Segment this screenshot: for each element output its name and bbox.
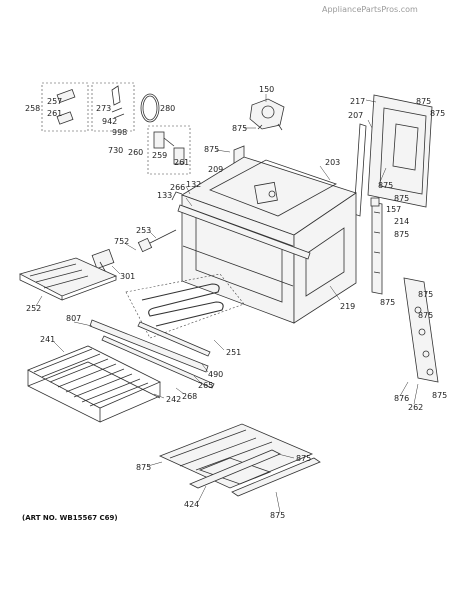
callout-214: 214 <box>394 217 409 226</box>
callout-241: 241 <box>40 335 55 344</box>
callout-209: 209 <box>208 165 223 174</box>
watermark-text: AppliancePartsPros.com <box>322 5 418 14</box>
callout-261-b: 261 <box>174 158 189 167</box>
callout-265: 265 <box>198 381 213 390</box>
callout-257: 257 <box>47 97 62 106</box>
callout-252: 252 <box>26 304 41 313</box>
callout-203: 203 <box>325 158 340 167</box>
callout-875-c: 875 <box>232 124 247 133</box>
callout-942: 942 <box>102 117 117 126</box>
rack-rails-807 <box>89 319 215 389</box>
callout-875-g: 875 <box>394 230 409 239</box>
callout-875-a: 875 <box>416 97 431 106</box>
callout-807: 807 <box>66 314 81 323</box>
callout-273: 273 <box>96 104 111 113</box>
bottom-panel-424 <box>158 423 321 497</box>
callout-260: 260 <box>128 148 143 157</box>
sensor-assembly-150 <box>249 98 285 131</box>
callout-259: 259 <box>152 151 167 160</box>
callout-876: 876 <box>394 394 409 403</box>
oven-rack-241 <box>27 345 161 423</box>
callout-207: 207 <box>348 111 363 120</box>
callout-258: 258 <box>25 104 40 113</box>
callout-217: 217 <box>350 97 365 106</box>
door-panel-217 <box>353 94 433 217</box>
callout-280: 280 <box>160 104 175 113</box>
callout-424: 424 <box>184 500 199 509</box>
callout-133: 133 <box>157 191 172 200</box>
callout-266: 266 <box>170 183 185 192</box>
callout-132: 132 <box>186 180 201 189</box>
callout-219: 219 <box>340 302 355 311</box>
bake-element-251 <box>125 273 245 339</box>
callout-490: 490 <box>208 370 223 379</box>
callout-875-l: 875 <box>136 463 151 472</box>
callout-labels: 150 217 875 875 207 875 257 258 261 273 … <box>25 85 447 520</box>
callout-875-i: 875 <box>418 290 433 299</box>
callout-157: 157 <box>386 205 401 214</box>
ring-gasket-group <box>140 93 160 123</box>
broil-pan-252 <box>18 257 118 301</box>
callout-752: 752 <box>114 237 129 246</box>
callout-875-m: 875 <box>296 454 311 463</box>
callout-253: 253 <box>136 226 151 235</box>
callout-875-b: 875 <box>430 109 445 118</box>
callout-875-k: 875 <box>432 391 447 400</box>
callout-150: 150 <box>259 85 274 94</box>
callout-998: 998 <box>112 128 127 137</box>
callout-875-f: 875 <box>394 194 409 203</box>
oven-cavity-203 <box>181 156 357 324</box>
callout-875-j: 875 <box>418 311 433 320</box>
callout-875-e: 875 <box>378 181 393 190</box>
hinge-752 <box>91 248 115 277</box>
callout-875-h: 875 <box>380 298 395 307</box>
art-number-label: (ART NO. WB15567 C69) <box>22 514 118 522</box>
side-trim-214 <box>370 197 383 295</box>
probe-253 <box>137 229 177 253</box>
callout-875-n: 875 <box>270 511 285 520</box>
callout-262: 262 <box>408 403 423 412</box>
leader-lines <box>35 94 419 513</box>
callout-268: 268 <box>182 392 197 401</box>
callout-875-d: 875 <box>204 145 219 154</box>
vent-trim-262 <box>403 277 439 383</box>
probe-box-group <box>147 125 191 175</box>
callout-261-a: 261 <box>47 109 62 118</box>
callout-251: 251 <box>226 348 241 357</box>
small-parts-kit-group <box>41 82 135 132</box>
callout-730: 730 <box>108 146 123 155</box>
callout-301: 301 <box>120 272 135 281</box>
callout-242: 242 <box>166 395 181 404</box>
front-trim-132 <box>171 191 311 260</box>
